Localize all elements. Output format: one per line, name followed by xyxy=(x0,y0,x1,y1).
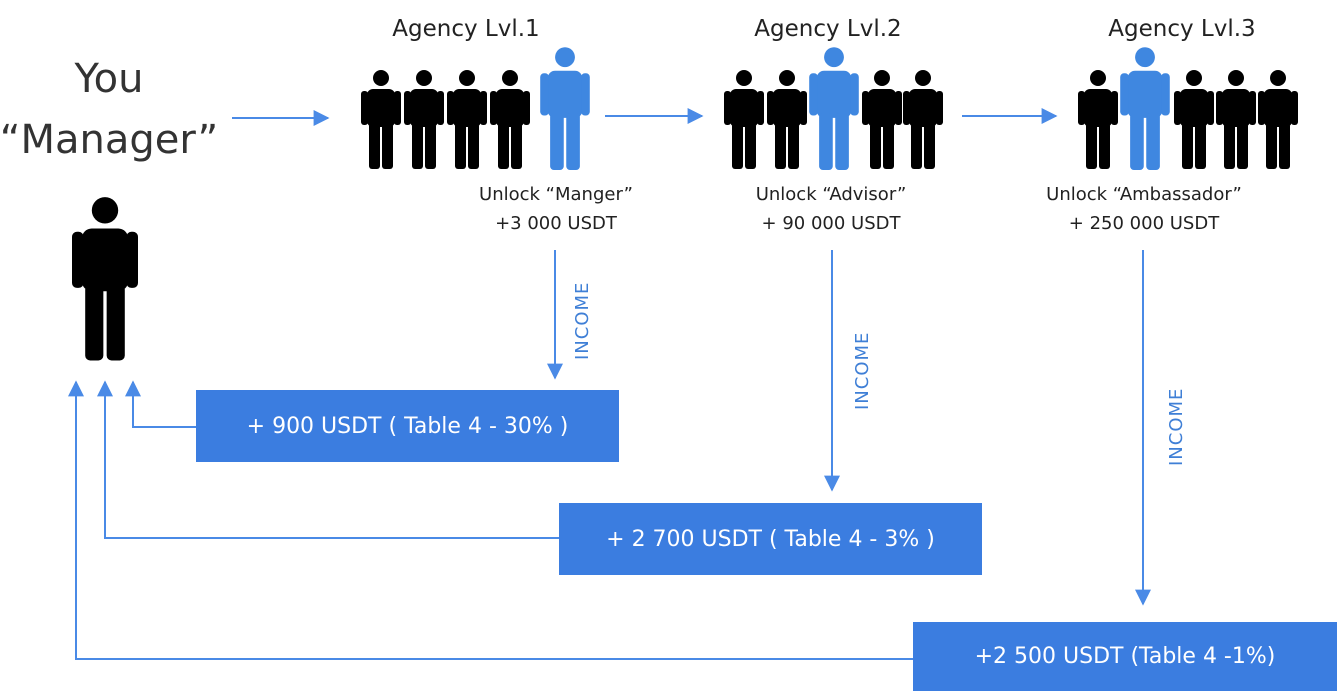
highlighted-person-icon xyxy=(540,47,590,170)
you-label: You xyxy=(74,56,144,102)
level-3-income-label: INCOME xyxy=(1166,387,1187,466)
level-2-title: Agency Lvl.2 xyxy=(754,16,902,42)
level-1-income-label: INCOME xyxy=(572,281,593,360)
level-1-amount: +3 000 USDT xyxy=(495,213,617,234)
level-1-payout-text: + 900 USDT ( Table 4 - 30% ) xyxy=(246,413,569,439)
level-2-unlock: Unlock “Advisor” xyxy=(755,184,907,205)
person-icon xyxy=(361,70,401,169)
level-3-amount: + 250 000 USDT xyxy=(1068,213,1220,234)
level-2-amount: + 90 000 USDT xyxy=(761,213,901,234)
person-icon xyxy=(767,70,807,169)
level-3-unlock: Unlock “Ambassador” xyxy=(1046,184,1242,205)
level-2-payout-text: + 2 700 USDT ( Table 4 - 3% ) xyxy=(606,526,935,552)
return-arrow-lvl2 xyxy=(97,380,559,539)
return-arrow-lvl3 xyxy=(68,380,914,660)
person-icon xyxy=(1258,70,1298,169)
level-3-title: Agency Lvl.3 xyxy=(1108,16,1256,42)
return-arrow-lvl1 xyxy=(125,380,196,428)
person-icon xyxy=(1078,70,1118,169)
person-icon xyxy=(404,70,444,169)
level-2-payout-box: + 2 700 USDT ( Table 4 - 3% ) xyxy=(559,503,982,575)
person-icon xyxy=(1216,70,1256,169)
level-1-title: Agency Lvl.1 xyxy=(392,16,540,42)
person-icon xyxy=(862,70,902,169)
person-icon xyxy=(1174,70,1214,169)
level-1-payout-box: + 900 USDT ( Table 4 - 30% ) xyxy=(196,390,619,462)
highlighted-person-icon xyxy=(1120,47,1170,170)
level-1-unlock: Unlock “Manger” xyxy=(479,184,633,205)
manager-person-icon xyxy=(72,197,138,361)
level-2-income-label: INCOME xyxy=(852,331,873,410)
highlighted-person-icon xyxy=(809,47,859,170)
person-icon xyxy=(447,70,487,169)
manager-label: “Manager” xyxy=(0,117,219,163)
level-3-payout-text: +2 500 USDT (Table 4 -1%) xyxy=(974,644,1276,669)
person-icon xyxy=(490,70,530,169)
level-3-payout-box: +2 500 USDT (Table 4 -1%) xyxy=(913,622,1337,691)
person-icon xyxy=(724,70,764,169)
person-icon xyxy=(903,70,943,169)
